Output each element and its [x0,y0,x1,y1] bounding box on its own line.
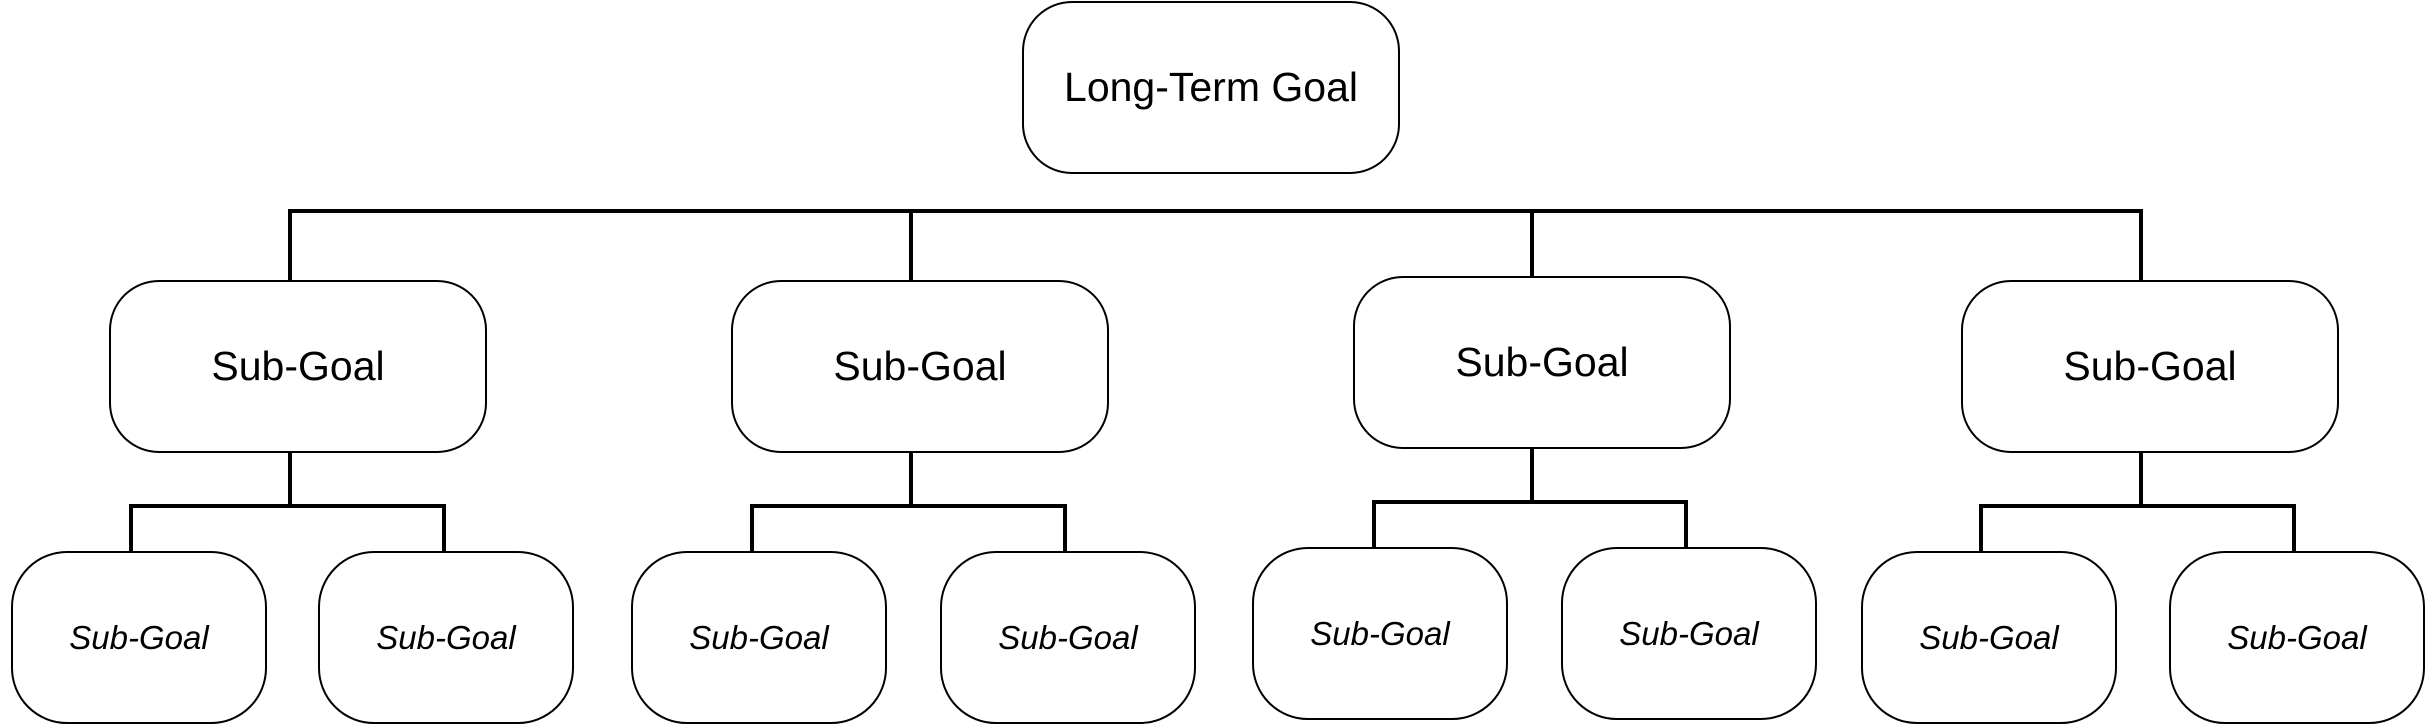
sub-goal-label: Sub-Goal [1455,339,1629,385]
leaf-sub-goal-label: Sub-Goal [1310,614,1450,652]
leaf-sub-goal-node-8: Sub-Goal [2169,551,2425,724]
sub-goal-node-1: Sub-Goal [109,280,487,453]
sub-goal-label: Sub-Goal [833,343,1007,389]
long-term-goal-node: Long-Term Goal [1022,1,1400,174]
leaf-sub-goal-label: Sub-Goal [998,618,1138,656]
leaf-sub-goal-node-6: Sub-Goal [1561,547,1817,720]
leaf-sub-goal-label: Sub-Goal [689,618,829,656]
leaf-sub-goal-node-3: Sub-Goal [631,551,887,724]
leaf-sub-goal-node-7: Sub-Goal [1861,551,2117,724]
sub-goal-label: Sub-Goal [2063,343,2237,389]
leaf-sub-goal-node-5: Sub-Goal [1252,547,1508,720]
sub-goal-node-4: Sub-Goal [1961,280,2339,453]
leaf-sub-goal-node-4: Sub-Goal [940,551,1196,724]
leaf-sub-goal-node-1: Sub-Goal [11,551,267,724]
leaf-sub-goal-label: Sub-Goal [376,618,516,656]
sub-goal-node-3: Sub-Goal [1353,276,1731,449]
leaf-sub-goal-label: Sub-Goal [69,618,209,656]
long-term-goal-label: Long-Term Goal [1064,64,1358,110]
leaf-sub-goal-label: Sub-Goal [1619,614,1759,652]
leaf-sub-goal-label: Sub-Goal [2227,618,2367,656]
sub-goal-node-2: Sub-Goal [731,280,1109,453]
leaf-sub-goal-node-2: Sub-Goal [318,551,574,724]
leaf-sub-goal-label: Sub-Goal [1919,618,2059,656]
sub-goal-label: Sub-Goal [211,343,385,389]
